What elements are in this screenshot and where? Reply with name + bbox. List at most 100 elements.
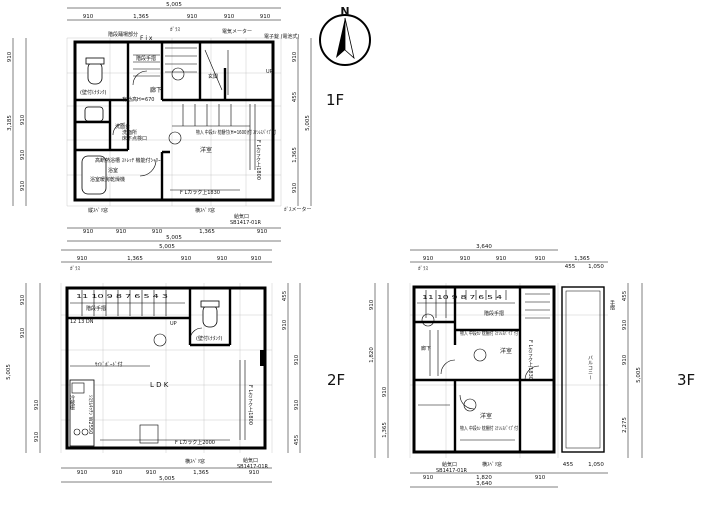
svg-text:1,820: 1,820 (476, 475, 492, 481)
svg-text:910: 910 (257, 229, 268, 235)
svg-text:910: 910 (83, 229, 94, 235)
svg-text:910: 910 (77, 470, 88, 476)
svg-text:910: 910 (382, 386, 388, 397)
label-hall-3f: 廊下 (421, 345, 431, 352)
svg-text:1,365: 1,365 (199, 229, 215, 235)
label-toilet-tank-2f: (壁付けﾀﾝｸ) (196, 335, 222, 342)
svg-text:910: 910 (34, 431, 40, 442)
label-fl-band-2f: F Lカラク上2000 (175, 439, 215, 446)
label-western-3f-b: 洋室 (480, 412, 492, 420)
svg-text:910: 910 (77, 256, 88, 262)
label-glass-2f: ｶﾞﾗｽ (70, 265, 81, 272)
svg-text:455: 455 (292, 91, 298, 102)
label-storage-3f: 物入 中段ｶﾝ 枕棚付 ｽﾃﾝﾚｽﾊﾟｲﾌﾟ付 (460, 330, 518, 337)
svg-text:910: 910 (249, 470, 260, 476)
label-fl-band-3f: F Lカラク上1830 (527, 340, 533, 380)
label-bath-spec: 高断熱浴槽 ｽﾄﾚｯﾁ 機能付ｼｬﾜｰ (95, 157, 161, 164)
label-window-h-3f: 横ｽﾍﾞﾘ窓 (482, 461, 502, 468)
svg-text:910: 910 (146, 470, 157, 476)
label-fridge: 冷蔵庫 (69, 394, 75, 411)
label-handrail-height: 有効高H=670 (122, 96, 155, 103)
label-glass-1f: ｶﾞﾗｽ (170, 26, 181, 33)
label-stairs-rail-3f: 階段手摺 (484, 310, 504, 317)
label-up-1f: UP (266, 69, 273, 75)
dim-bottom-segments-2f: 910 910 910 1,365 910 (77, 470, 260, 476)
label-stair-landing: 階段踊場部分 (108, 31, 138, 38)
svg-text:910: 910 (460, 256, 471, 262)
label-toilet-tank: (壁付けﾀﾝｸ) (80, 89, 106, 96)
svg-text:910: 910 (20, 149, 26, 160)
label-bath-dryer: 浴室暖房乾燥機 (90, 176, 125, 183)
svg-text:910: 910 (292, 51, 298, 62)
svg-text:1,365: 1,365 (574, 256, 590, 262)
label-vent-code-2f: SB1417-01R (237, 464, 268, 470)
label-stair-numbers-3f: 11 10 9 8 7 6 5 4 (422, 295, 502, 301)
svg-text:910: 910 (20, 180, 26, 191)
label-storage-1f: 物入 中段ｶﾝ 枕棚付(H=1600)付 ｽﾃﾝﾚｽﾊﾟｲﾌﾟ付 (196, 129, 276, 136)
compass-letter: N (340, 5, 349, 18)
svg-text:2,275: 2,275 (622, 417, 628, 433)
svg-text:910: 910 (224, 14, 235, 20)
dim-bottom-segments: 910 910 910 1,365 910 (83, 229, 268, 235)
label-floor-inspection: 床下点検口 (122, 135, 147, 142)
svg-text:1,365: 1,365 (127, 256, 143, 262)
dim-top-total-2f: 5,005 (159, 244, 175, 250)
floor-label-3f: 3F (677, 371, 695, 389)
dim-top-total-3f: 3,640 (476, 244, 492, 250)
label-washroom: 洗面所 (122, 129, 137, 136)
dim-bottom-total-2f: 5,005 (159, 476, 175, 482)
label-window-v-1f: 縦ｽﾍﾞﾘ窓 (88, 207, 108, 214)
label-kitchen: ｼｽﾃﾑｷｯﾁﾝ W2550 (87, 395, 93, 434)
label-vent-3f: 給気口 (442, 461, 457, 468)
svg-text:1,050: 1,050 (588, 264, 604, 270)
svg-text:910: 910 (292, 182, 298, 193)
svg-text:910: 910 (20, 114, 26, 125)
label-gas-meter: ｶﾞｽメーター (284, 206, 312, 213)
dim-top-segments-2f: 910 1,365 910 910 910 (77, 256, 262, 262)
label-vent-1f: 給気口 (234, 213, 249, 220)
label-vent-code-1f: SB1417-01R (230, 220, 261, 226)
floor-3f: 3,640 910 910 910 910 1,365 455 1,050 91… (369, 244, 695, 488)
floor-1f: 5,005 910 1,365 910 910 910 910 910 910 … (7, 2, 344, 242)
label-bath: 浴室 (108, 167, 118, 174)
dim-top-segments-3f: 910 910 910 910 1,365 (423, 256, 591, 262)
svg-text:910: 910 (369, 299, 375, 310)
svg-text:1,365: 1,365 (133, 14, 149, 20)
north-compass: N (319, 5, 371, 66)
dim-top-segments: 910 1,365 910 910 910 (83, 14, 271, 20)
label-rail-3f: 手摺 (609, 299, 615, 311)
svg-text:910: 910 (294, 354, 300, 365)
svg-text:910: 910 (20, 294, 26, 305)
svg-text:910: 910 (294, 399, 300, 410)
svg-text:1,820: 1,820 (369, 347, 375, 363)
svg-text:910: 910 (622, 354, 628, 365)
svg-text:910: 910 (260, 14, 271, 20)
label-vent-2f: 給気口 (243, 457, 258, 464)
label-ldk: L D K (150, 381, 169, 389)
label-hall: 廊下 (150, 86, 162, 94)
label-balcony: バルコニー (587, 355, 593, 380)
label-glass-3f: ｶﾞﾗｽ (418, 265, 429, 272)
label-storage-3f-b: 物入 中段ｶﾝ 枕棚付 ｽﾃﾝﾚｽﾊﾟｲﾌﾟ付 (460, 425, 518, 432)
dim-top-total: 5,005 (166, 2, 182, 8)
svg-text:910: 910 (112, 470, 123, 476)
label-sideboard: ｻｲﾄﾞﾎﾞｰﾄﾞ付 (95, 361, 123, 368)
svg-text:910: 910 (251, 256, 262, 262)
label-fl-band-1f-v: F Lカラク上1800 (255, 140, 261, 180)
svg-text:5,005: 5,005 (6, 364, 12, 380)
svg-text:910: 910 (187, 14, 198, 20)
svg-text:910: 910 (152, 229, 163, 235)
svg-text:910: 910 (83, 14, 94, 20)
floor-label-2f: 2F (327, 371, 345, 389)
svg-text:455: 455 (294, 434, 300, 445)
dim-bottom-total-3f: 3,640 (476, 481, 492, 487)
svg-text:910: 910 (116, 229, 127, 235)
svg-text:910: 910 (423, 475, 434, 481)
label-stair-numbers-2f-b: 12 13 DN (70, 319, 94, 325)
label-stairs-rail: 階段手摺 (136, 55, 156, 62)
label-fl-band-2f-v: F Lカラク上1800 (247, 385, 253, 425)
svg-text:910: 910 (423, 256, 434, 262)
svg-text:910: 910 (7, 51, 13, 62)
dim-bottom-total: 5,005 (166, 235, 182, 241)
